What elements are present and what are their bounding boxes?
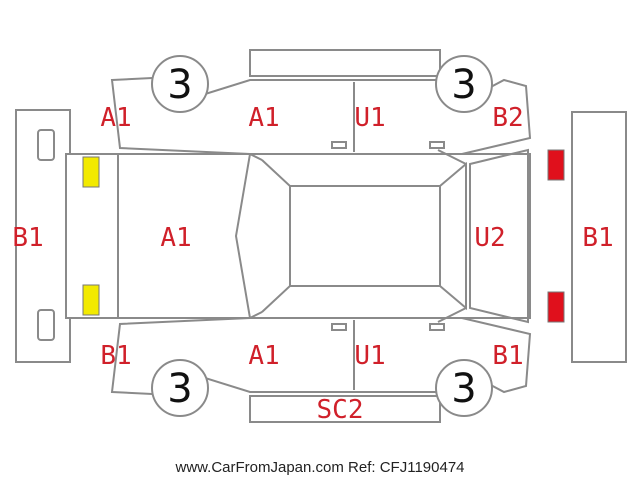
- rear-light-bottom: [547, 291, 565, 323]
- wheel-grade: 3: [167, 366, 192, 412]
- code-rear-left-quarter: B2: [492, 103, 523, 133]
- right-handle-front: [331, 323, 347, 331]
- code-front-left-fender: A1: [100, 103, 131, 133]
- wheel-front-right: 3: [151, 359, 209, 417]
- left-handle-rear: [429, 141, 445, 149]
- windshield: [234, 153, 291, 319]
- roof: [290, 185, 441, 287]
- front-bumper-slot-top: [37, 129, 55, 161]
- wheel-grade: 3: [167, 62, 192, 108]
- right-side-sill: [249, 395, 441, 423]
- code-front-right-door: A1: [248, 341, 279, 371]
- code-rear-left-door: U1: [354, 103, 385, 133]
- left-roof-sill: [249, 49, 441, 77]
- rear-window: [437, 149, 467, 323]
- wheel-rear-right: 3: [435, 359, 493, 417]
- wheel-grade: 3: [451, 366, 476, 412]
- front-bumper: [15, 109, 71, 363]
- rear-hatch: [469, 148, 529, 324]
- code-rear-right-door: U1: [354, 341, 385, 371]
- car-body: [65, 149, 531, 323]
- code-front-right-fender: B1: [100, 341, 131, 371]
- code-rear-right-quarter: B1: [492, 341, 523, 371]
- front-bumper-slot-bottom: [37, 309, 55, 341]
- code-front-left-door: A1: [248, 103, 279, 133]
- wheel-rear-left: 3: [435, 55, 493, 113]
- right-handle-rear: [429, 323, 445, 331]
- code-rear-hatch: U2: [474, 223, 505, 253]
- rear-light-top: [547, 149, 565, 181]
- left-handle-front: [331, 141, 347, 149]
- code-right-side-sill: SC2: [317, 395, 364, 425]
- wheel-front-left: 3: [151, 55, 209, 113]
- footer-reference: www.CarFromJapan.com Ref: CFJ1190474: [175, 459, 465, 476]
- front-light-bottom: [82, 284, 100, 316]
- front-light-top: [82, 156, 100, 188]
- code-rear-bumper: B1: [582, 223, 613, 253]
- wheel-grade: 3: [451, 62, 476, 108]
- code-front-bumper: B1: [12, 223, 43, 253]
- code-hood: A1: [160, 223, 191, 253]
- rear-bumper: [571, 111, 627, 363]
